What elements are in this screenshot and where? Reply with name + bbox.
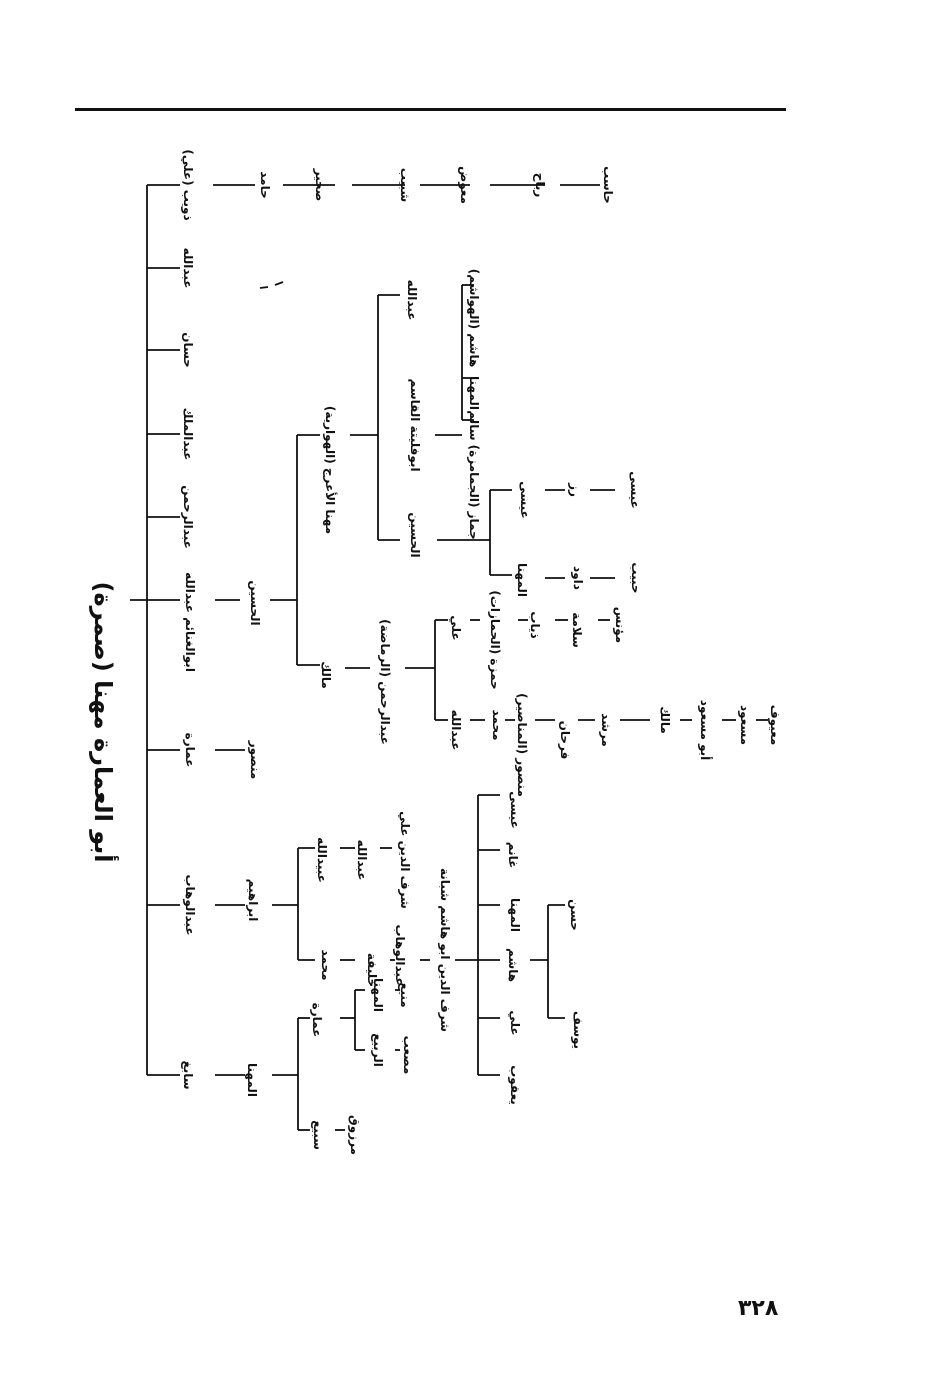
tree-node-name: سابغ bbox=[181, 1060, 195, 1090]
tree-node-name: أبو مسعود bbox=[698, 699, 712, 761]
tree-node-name: شبيب bbox=[398, 167, 412, 203]
tree-node-name: شرف الدين ابو هاشم شبانة bbox=[438, 868, 452, 1032]
tree-node-name: مرزوق bbox=[348, 1115, 362, 1155]
tree-node-name: المهنا bbox=[515, 563, 529, 597]
header-rule bbox=[75, 108, 786, 111]
tree-node-name: الحسين bbox=[408, 512, 422, 558]
tree-node-name: عمارة bbox=[310, 1002, 324, 1038]
tree-node-name: ذويب (علي) bbox=[181, 149, 195, 221]
tree-node-name: معيوف bbox=[768, 704, 782, 746]
tree-node-name: عيسى bbox=[518, 481, 532, 519]
tree-node-name: منصور (المناصير) bbox=[515, 693, 529, 797]
tree-node-name: الربيع bbox=[371, 1033, 385, 1067]
tree-node-name: حسن bbox=[568, 899, 582, 931]
tree-node-name: مهنا الأعرج (الهوارية) bbox=[323, 405, 337, 535]
tree-node-name: مالك bbox=[658, 706, 672, 734]
tree-node-name: عبدالله bbox=[449, 709, 463, 751]
tree-node-name: هاشم (الهواشم) bbox=[467, 268, 481, 368]
tree-node-name: محمد bbox=[319, 949, 333, 981]
tree-node-name: عبدالله bbox=[355, 839, 369, 881]
tree-node-name: علي bbox=[508, 1010, 522, 1036]
tree-node-name: ذياب bbox=[528, 611, 542, 639]
tree-node-name: عمارة bbox=[183, 732, 197, 768]
tree-node-name: رباح bbox=[533, 172, 547, 198]
tree-node-name: المهنا bbox=[371, 978, 385, 1012]
tree-node-name: عبدالملك bbox=[181, 407, 195, 461]
tree-node-name: حمزة (الحمازات) bbox=[488, 590, 502, 690]
tree-node-name: المهنا bbox=[508, 898, 522, 932]
tree-node-name: عبدالله bbox=[181, 247, 195, 289]
tree-node-name: المهنا bbox=[245, 1063, 259, 1097]
tree-node-name: حاسب bbox=[601, 166, 615, 204]
tree-node-name: فرحان bbox=[558, 720, 572, 760]
tree-node-name: عبدالله bbox=[405, 279, 419, 321]
tree-node-name: ابراهيم bbox=[246, 878, 260, 922]
tree-node-name: عيسى bbox=[628, 471, 642, 509]
tree-node-name: الحسين bbox=[248, 580, 262, 626]
tree-node-name: مسعود bbox=[738, 704, 752, 746]
tree-node-name: منيع bbox=[398, 982, 412, 1008]
tree-node-name: مرشد bbox=[599, 713, 613, 747]
tree-node-name: ابوالغنائم عبدالله bbox=[183, 572, 197, 672]
connector-line bbox=[259, 286, 269, 289]
tree-node-name: داود bbox=[571, 566, 585, 590]
tree-node-name: علي bbox=[449, 615, 463, 641]
tree-node-name: مؤنس bbox=[613, 606, 627, 644]
tree-node-name: عبيدالله bbox=[315, 837, 329, 883]
tree-node-name: عبدالرحمن (الرماضة) bbox=[378, 619, 392, 745]
tree-node-name: معوض bbox=[458, 166, 472, 204]
tree-node-name: شرف الدين علي bbox=[398, 811, 412, 909]
tree-node-name: محمد bbox=[490, 709, 504, 741]
tree-node-name: عبدالرحمن bbox=[181, 485, 195, 549]
tree-node-name: المهنا bbox=[467, 376, 481, 410]
tree-node-name: حسان bbox=[181, 332, 195, 368]
tree-node-name: مصعب bbox=[401, 1035, 415, 1075]
tree-node-name: هاشم bbox=[506, 947, 520, 983]
tree-node-name: عبدالوهاب bbox=[393, 924, 407, 986]
tree-node-name: عيسى bbox=[508, 791, 522, 829]
tree-node-name: حامد bbox=[258, 171, 272, 199]
tree-node-name: مالك bbox=[319, 661, 333, 689]
tree-node-name: رز bbox=[568, 483, 582, 497]
tree-node-name: منصور bbox=[248, 740, 262, 780]
tree-node-name: غانم bbox=[506, 841, 520, 869]
tree-node-name: يعقوب bbox=[508, 1065, 522, 1105]
tree-node-name: سلامة bbox=[570, 612, 584, 648]
tree-node-name: صخير bbox=[313, 168, 327, 202]
tree-node-name: ابوفليتة القاسم bbox=[408, 378, 422, 472]
tree-node-name: يوسف bbox=[571, 1010, 585, 1050]
tree-node-name: عبدالوهاب bbox=[183, 874, 197, 936]
page-number: ٣٢٨ bbox=[738, 1296, 779, 1321]
tree-node-name: جماز (الجمامزة) سالم bbox=[467, 410, 481, 540]
connector-line bbox=[274, 281, 284, 286]
tree-node-name: حبيب bbox=[629, 562, 643, 594]
tree-node-name: سبيع bbox=[311, 1120, 325, 1150]
